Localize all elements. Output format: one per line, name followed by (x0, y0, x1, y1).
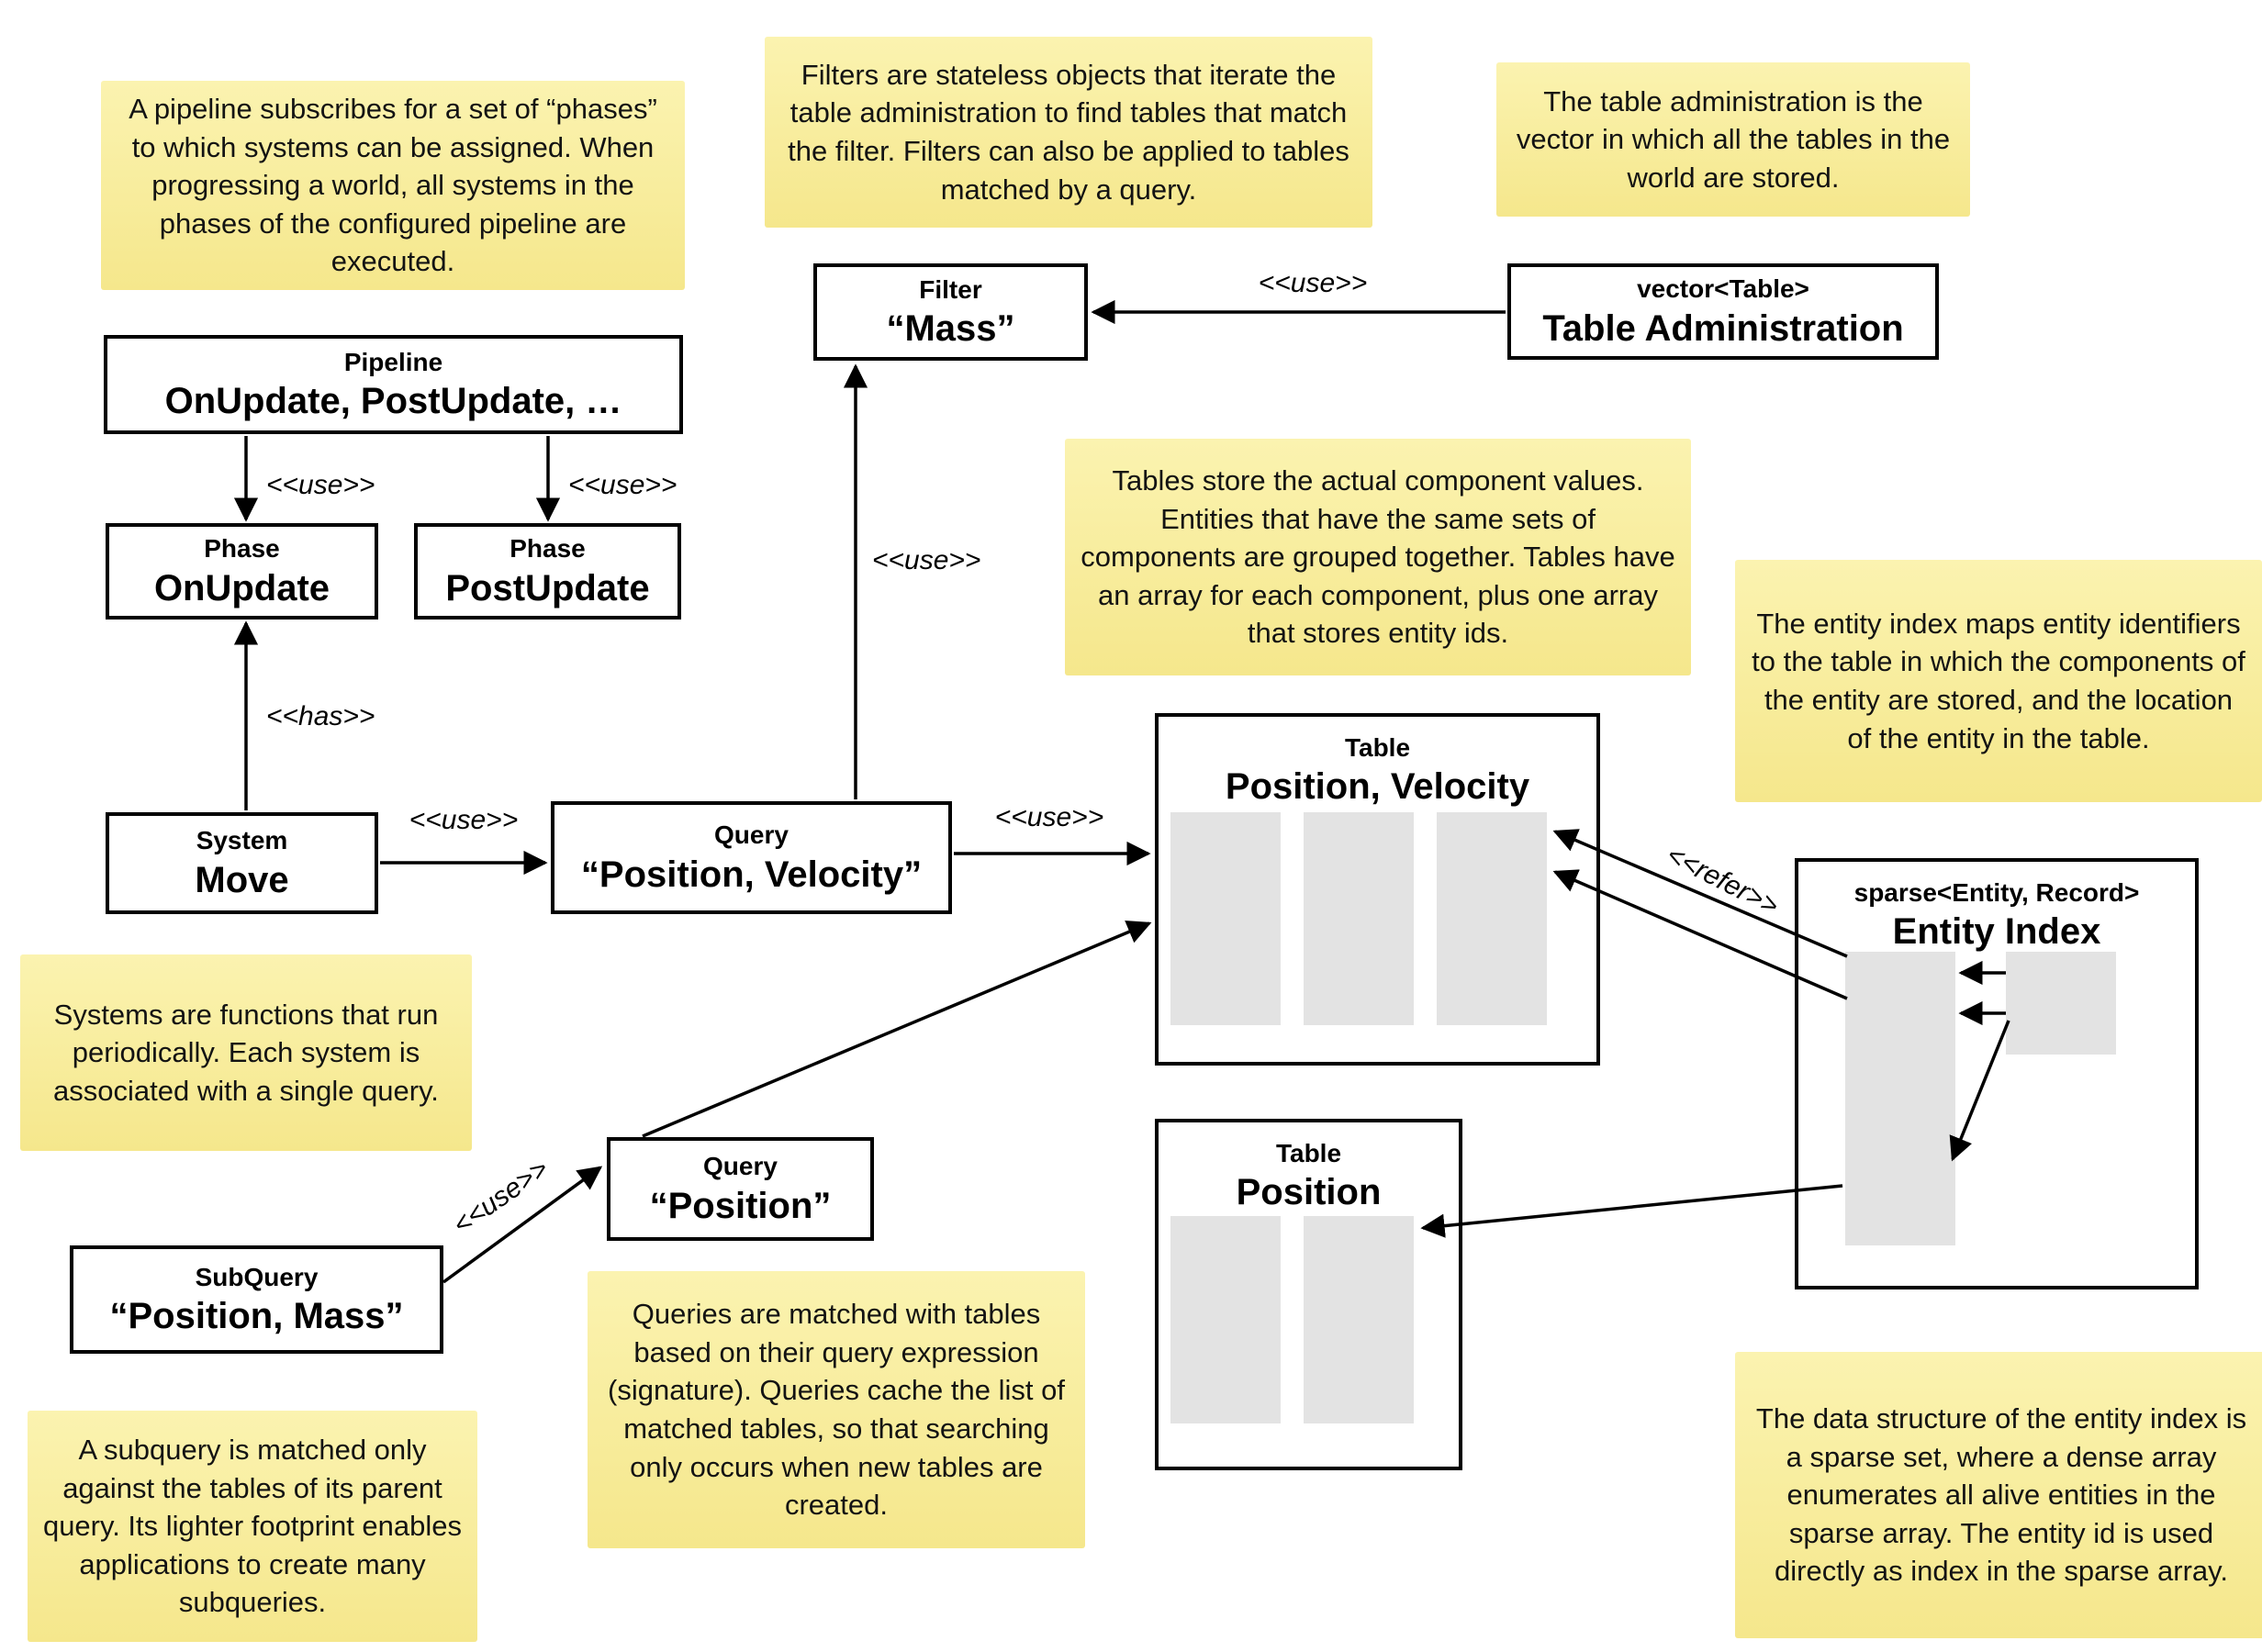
box-pipeline-title: OnUpdate, PostUpdate, … (164, 381, 622, 422)
box-table-position-array-2 (1304, 1216, 1414, 1423)
box-table-administration-title: Table Administration (1542, 307, 1904, 349)
arrow-query-p-uses-table-pv (642, 921, 1152, 1138)
note-sparse-set: The data structure of the entity index i… (1735, 1352, 2262, 1638)
box-filter-mass: Filter “Mass” (813, 263, 1088, 361)
box-table-position-velocity-array-2 (1304, 812, 1414, 1025)
note-tables: Tables store the actual component values… (1065, 439, 1691, 675)
box-entity-index-array-2 (2006, 952, 2116, 1055)
box-entity-index-subtitle: sparse<Entity, Record> (1853, 878, 2140, 907)
box-phase-postupdate-subtitle: Phase (510, 534, 586, 564)
box-query-position-subtitle: Query (703, 1152, 778, 1181)
box-subquery-position-mass-subtitle: SubQuery (195, 1262, 319, 1291)
label-use-pipeline-postupdate: <<use>> (568, 470, 677, 500)
arrow-subquery-uses-query-p (442, 1166, 603, 1284)
box-query-position-velocity: Query “Position, Velocity” (551, 801, 952, 914)
box-system-move-title: Move (195, 859, 289, 900)
box-entity-index: sparse<Entity, Record> Entity Index (1795, 858, 2199, 1289)
label-use-query-filter: <<use>> (872, 545, 980, 575)
label-refer-entity-table: <<refer>> (1662, 840, 1783, 921)
box-phase-postupdate-title: PostUpdate (445, 567, 650, 608)
label-has-move-phase: <<has>> (266, 701, 375, 731)
box-table-position-velocity-title: Position, Velocity (1225, 766, 1530, 808)
box-entity-index-title: Entity Index (1892, 911, 2101, 953)
box-filter-mass-title: “Mass” (886, 308, 1015, 350)
arrow-entity-index-refers-table-p (1420, 1184, 1843, 1238)
box-filter-mass-subtitle: Filter (919, 274, 982, 304)
box-table-administration: vector<Table>Table Administration (1507, 263, 1939, 360)
label-use-tableadmin-filter: <<use>> (1259, 268, 1367, 298)
box-entity-index-array-1 (1845, 952, 1955, 1245)
label-use-query-table: <<use>> (995, 802, 1103, 832)
label-use-subquery-query: <<use>> (448, 1154, 554, 1241)
note-filters: Filters are stateless objects that itera… (765, 37, 1372, 228)
box-query-position: Query “Position” (607, 1137, 874, 1241)
box-table-position-title: Position (1236, 1172, 1382, 1213)
note-pipeline: A pipeline subscribes for a set of “phas… (101, 81, 685, 290)
note-entity-index: The entity index maps entity identifiers… (1735, 560, 2262, 802)
note-table-administration: The table administration is the vector i… (1496, 62, 1970, 217)
note-subquery: A subquery is matched only against the t… (28, 1411, 477, 1642)
label-use-move-query: <<use>> (409, 805, 518, 835)
note-queries: Queries are matched with tables based on… (588, 1271, 1085, 1548)
box-subquery-position-mass: SubQuery “Position, Mass” (70, 1245, 443, 1354)
box-query-position-velocity-title: “Position, Velocity” (580, 854, 923, 895)
box-table-position-array-1 (1170, 1216, 1281, 1423)
box-table-administration-subtitle: vector<Table> (1637, 274, 1809, 304)
label-use-pipeline-onupdate: <<use>> (266, 470, 375, 500)
box-phase-onupdate-subtitle: Phase (204, 534, 280, 564)
box-system-move-subtitle: System (196, 826, 288, 855)
box-table-position-subtitle: Table (1275, 1139, 1342, 1167)
box-query-position-title: “Position” (649, 1185, 832, 1226)
box-table-position-velocity-subtitle: Table (1344, 733, 1411, 762)
note-systems: Systems are functions that run periodica… (20, 954, 472, 1151)
box-table-position-velocity-array-1 (1170, 812, 1281, 1025)
box-phase-onupdate-title: OnUpdate (153, 567, 330, 608)
box-table-position-velocity-array-3 (1437, 812, 1547, 1025)
box-query-position-velocity-subtitle: Query (714, 820, 789, 850)
box-pipeline-subtitle: Pipeline (343, 347, 443, 376)
box-subquery-position-mass-title: “Position, Mass” (109, 1296, 404, 1337)
